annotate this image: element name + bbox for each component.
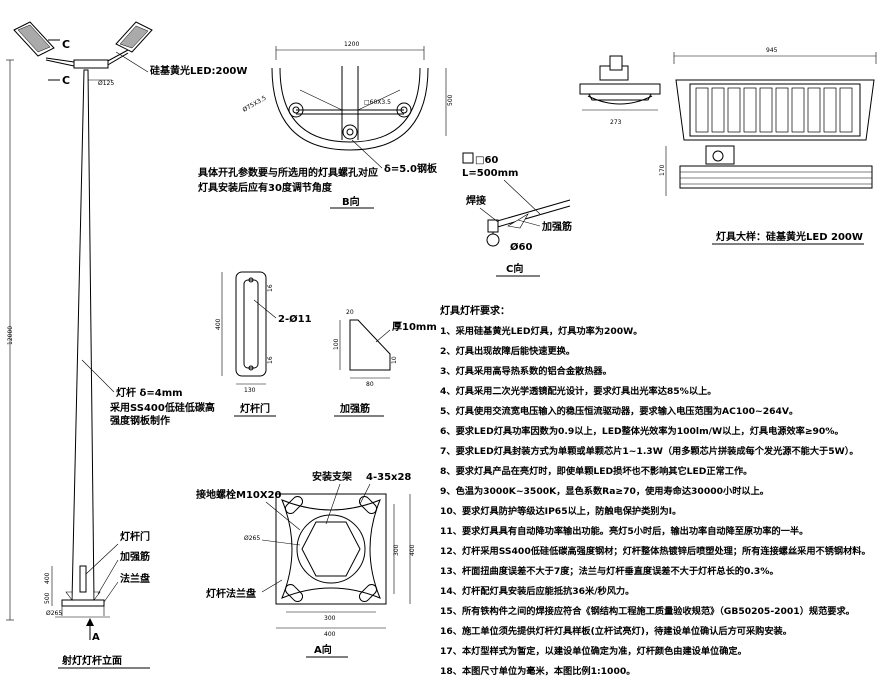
base-phi: Ø265 — [244, 535, 260, 542]
view-b-title: B向 — [342, 195, 360, 208]
door-title: 灯杆门 — [240, 402, 270, 415]
requirement-item: 4、灯具采用二次光学透镜配光设计，要求灯具出光率达85%以上。 — [440, 385, 716, 397]
door-dim-16a: 16 — [267, 284, 274, 292]
luminaire-dim-273: 273 — [610, 119, 622, 126]
base-dim-400-h: 400 — [324, 631, 336, 638]
view-c-square: □60 — [475, 155, 498, 166]
requirement-item: 6、要求LED灯具功率因数为0.9以上，LED整体光效率为100lm/W以上，灯… — [440, 425, 844, 437]
dim-500-base: 500 — [44, 592, 51, 604]
requirements-title: 灯具灯杆要求： — [440, 304, 510, 317]
view-c-phi: Ø60 — [510, 241, 532, 253]
door-dim-16b: 16 — [267, 356, 274, 364]
requirement-item: 18、本图尺寸单位为毫米，本图比例1:1000。 — [440, 665, 635, 677]
rib-detail: 100 80 20 10 厚10mm 加强筋 — [333, 309, 437, 417]
dim-400-base: 400 — [44, 572, 51, 584]
led-label: 硅基黄光LED:200W — [150, 64, 247, 77]
base-plan-title: A向 — [314, 643, 332, 656]
base-anchor: 接地螺栓M10X20 — [196, 488, 282, 501]
requirement-item: 17、本灯型样式为暂定，以建设单位确定为准，灯杆颜色由建设单位确定。 — [440, 645, 747, 657]
door-dim-400: 400 — [215, 318, 222, 330]
requirement-item: 1、采用硅基黄光LED灯具，灯具功率为200W。 — [440, 325, 642, 337]
section-mark-c-top: C — [62, 38, 70, 51]
base-dim-400-v: 400 — [409, 544, 416, 556]
requirement-item: 11、要求灯具具有自动降功率输出功能。亮灯5小时后，输出功率自动降至原功率的一半… — [440, 525, 808, 537]
view-c-rib: 加强筋 — [541, 220, 572, 233]
led-module-array — [695, 87, 853, 133]
requirement-item: 13、杆面扭曲度误差不大于7度；法兰与灯杆垂直度误差不大于灯杆总长的0.3%。 — [440, 565, 779, 577]
luminaire-dim-945: 945 — [766, 47, 778, 54]
door-holes: 2-Ø11 — [278, 313, 312, 325]
slot-holes — [284, 495, 378, 603]
door-dim-130: 130 — [244, 387, 256, 394]
section-mark-c-bottom: C — [62, 74, 70, 87]
phi-top: Ø125 — [98, 80, 114, 87]
requirement-item: 15、所有铁构件之间的焊接应符合《钢结构工程施工质量验收规范》（GB50205-… — [440, 605, 855, 617]
view-a-mark: A — [92, 632, 100, 643]
requirement-item: 7、要求LED灯具封装方式为单颗或单颗芯片1~1.3W（用多颗芯片拼装成每个发光… — [440, 445, 859, 457]
view-c-weld: 焊接 — [466, 194, 486, 207]
pole-elevation: C C 硅基黄光LED:200W Ø125 12000 灯杆 δ=4mm 采用S… — [6, 21, 247, 669]
pole-label: 灯杆 δ=4mm — [116, 386, 183, 399]
lamp-head-left — [13, 21, 55, 57]
base-bracket: 安装支架 — [312, 470, 352, 483]
view-b-plate: δ=5.0钢板 — [384, 162, 438, 175]
view-c-title: C向 — [506, 262, 523, 275]
view-b-width-dim: 1200 — [344, 41, 359, 48]
pole-door-detail: 400 130 16 16 2-Ø11 灯杆门 — [215, 271, 312, 417]
rib-dim-20: 20 — [346, 309, 354, 316]
view-b-note1: 具体开孔参数要与所选用的灯具螺孔对应 — [197, 166, 378, 179]
base-bolt-spec: 4-35x28 — [366, 472, 411, 483]
rib-title: 加强筋 — [339, 402, 370, 415]
lamp-head-right — [115, 21, 153, 53]
material-line1: 采用SS400低硅低碳高 — [109, 401, 215, 414]
rib-thickness: 厚10mm — [392, 321, 437, 333]
tube-dim: Ø75X3.5 — [242, 95, 268, 114]
view-b-height-dim: 500 — [447, 94, 454, 106]
base-dim-300-h: 300 — [324, 615, 336, 622]
requirement-item: 12、灯杆采用SS400低硅低碳高强度钢材；灯杆整体热镀锌后喷塑处理；所有连接螺… — [440, 545, 871, 557]
rib-dim-80: 80 — [366, 381, 374, 388]
pole-elevation-title: 射灯灯杆立面 — [61, 654, 122, 667]
rib-dim-100: 100 — [333, 338, 340, 350]
requirements: 灯具灯杆要求： 1、采用硅基黄光LED灯具，灯具功率为200W。 2、灯具出现故… — [440, 304, 871, 677]
square-dim: □60X3.5 — [364, 99, 391, 106]
phi-base: Ø265 — [46, 610, 62, 617]
luminaire-dim-170: 170 — [659, 164, 666, 176]
requirement-item: 2、灯具出现故障后能快速更换。 — [440, 345, 575, 357]
view-c: □60 L=500mm 焊接 加强筋 Ø60 C向 — [462, 152, 572, 277]
view-c-length: L=500mm — [462, 168, 518, 179]
material-line2: 强度钢板制作 — [110, 414, 170, 427]
view-b: 1200 500 Ø75X3.5 □60X3.5 具体开孔参数要与所选用的灯具螺… — [197, 41, 454, 209]
height-dim: 12000 — [7, 326, 14, 345]
requirement-item: 5、灯具使用交流宽电压输入的稳压恒流驱动器，要求输入电压范围为AC100~264… — [440, 405, 798, 417]
requirement-item: 10、要求灯具防护等级达IP65以上，防触电保护类别为Ⅰ。 — [440, 505, 681, 517]
base-flange-label: 灯杆法兰盘 — [206, 587, 256, 600]
requirement-item: 9、色温为3000K~3500K，显色系数Ra≥70，使用寿命达30000小时以… — [440, 485, 769, 497]
requirement-item: 16、施工单位须先提供灯杆灯具样板(立杆试亮灯)，待建设单位确认后方可采购安装。 — [440, 625, 792, 637]
base-dim-300-v: 300 — [393, 544, 400, 556]
luminaire-title: 灯具大样：硅基黄光LED 200W — [716, 230, 863, 243]
view-b-note2: 灯具安装后应有30度调节角度 — [198, 181, 333, 194]
rib-label: 加强筋 — [119, 550, 150, 563]
flange-label: 法兰盘 — [120, 572, 150, 585]
requirement-item: 14、灯杆配灯具安装后应能抵抗36米/秒风力。 — [440, 585, 634, 597]
luminaire-detail: 273 945 170 灯具大样：硅基黄光LED 200W — [579, 47, 877, 245]
door-label: 灯杆门 — [120, 530, 150, 543]
requirement-item: 8、要求灯具产品在亮灯时，即使单颗LED损坏也不影响其它LED正常工作。 — [440, 465, 752, 477]
requirement-item: 3、灯具采用高导热系数的铝合金散热器。 — [440, 365, 612, 377]
rib-dim-10: 10 — [391, 356, 398, 364]
base-plan: 300 400 300 400 Ø265 安装支架 4-35x28 接地螺栓M1… — [196, 470, 416, 658]
